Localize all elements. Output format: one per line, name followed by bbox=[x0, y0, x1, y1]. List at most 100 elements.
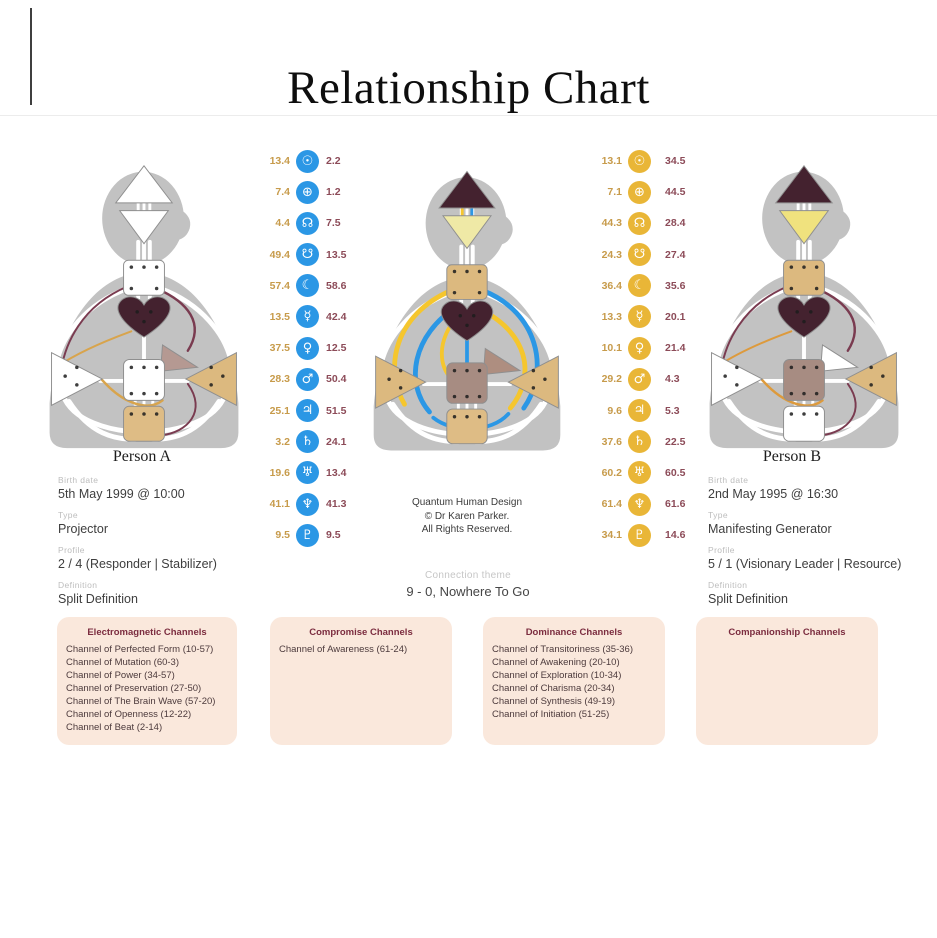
channel-item: Channel of Synthesis (49-19) bbox=[492, 696, 616, 707]
planet-row-north-node: 44.3☊28.4 bbox=[586, 211, 685, 235]
connection-theme-value: 9 - 0, Nowhere To Go bbox=[406, 584, 530, 599]
gate-number-right: 50.4 bbox=[326, 373, 347, 386]
head-center bbox=[774, 165, 834, 204]
planet-row-mercury: 13.3☿20.1 bbox=[586, 305, 686, 329]
planet-row-south-node: 49.4☋13.5 bbox=[254, 243, 346, 267]
north-node-icon: ☊ bbox=[296, 211, 319, 235]
gate-number-right: 5.3 bbox=[665, 404, 680, 417]
head-center bbox=[438, 170, 496, 209]
planet-row-uranus: 19.6♅13.4 bbox=[254, 461, 346, 485]
mars-icon: ♂ bbox=[296, 367, 319, 391]
earth-icon: ⊕ bbox=[628, 180, 651, 204]
gate-number-right: 35.6 bbox=[665, 279, 686, 292]
gate-number-right: 20.1 bbox=[665, 310, 686, 323]
type-label: Type bbox=[58, 510, 79, 520]
gate-number-left: 29.2 bbox=[601, 373, 622, 386]
planet-row-neptune: 61.4♆61.6 bbox=[586, 492, 685, 516]
gate-number-right: 27.4 bbox=[665, 248, 686, 261]
neptune-icon: ♆ bbox=[628, 492, 651, 516]
head-center bbox=[114, 165, 174, 204]
person-b-name: Person B bbox=[762, 448, 822, 465]
channel-item: Channel of Awareness (61-24) bbox=[279, 644, 408, 655]
planet-row-neptune: 41.1♆41.3 bbox=[254, 492, 347, 516]
gate-number-left: 34.1 bbox=[601, 529, 622, 542]
throat-center bbox=[783, 259, 825, 296]
planet-row-sun: 13.1☉34.5 bbox=[586, 149, 686, 173]
planet-row-moon: 36.4 ☾ 35.6 bbox=[586, 274, 686, 298]
profile-label: Profile bbox=[708, 545, 735, 555]
credit-line: Quantum Human Design bbox=[411, 497, 523, 508]
planet-row-earth: 7.1 ⊕ 44.5 bbox=[586, 180, 686, 204]
saturn-icon: ♄ bbox=[628, 430, 651, 454]
gate-number-left: 7.1 bbox=[607, 186, 622, 199]
gate-number-left: 57.4 bbox=[269, 279, 290, 292]
planet-row-sun: 13.4☉2.2 bbox=[254, 149, 346, 173]
planet-row-north-node: 4.4 ☊ 7.5 bbox=[254, 211, 346, 235]
sun-icon: ☉ bbox=[628, 149, 651, 173]
gate-number-left: 44.3 bbox=[601, 217, 622, 230]
gate-number-left: 36.4 bbox=[601, 279, 622, 292]
gate-number-right: 7.5 bbox=[326, 217, 341, 230]
mars-icon: ♂ bbox=[628, 367, 651, 391]
channel-item: Channel of Initiation (51-25) bbox=[492, 709, 610, 720]
person-a-name: Person A bbox=[112, 448, 172, 465]
gate-number-left: 61.4 bbox=[601, 498, 622, 511]
planet-row-pluto: 34.1 ♇ 14.6 bbox=[586, 523, 686, 547]
type-label: Type bbox=[708, 510, 729, 520]
gate-number-left: 60.2 bbox=[601, 466, 622, 479]
gate-number-right: 41.3 bbox=[326, 498, 347, 511]
connection-theme-label: Connection theme bbox=[425, 570, 511, 581]
earth-icon: ⊕ bbox=[296, 180, 319, 204]
moon-icon: ☾ bbox=[296, 274, 319, 298]
pluto-icon: ♇ bbox=[296, 523, 319, 547]
g-center bbox=[777, 296, 831, 338]
companionship-channels-box: Companionship Channels bbox=[696, 617, 878, 745]
profile-value: 5 / 1 (Visionary Leader | Resource) bbox=[708, 557, 902, 571]
gate-number-right: 1.2 bbox=[326, 186, 341, 199]
gate-number-left: 10.1 bbox=[601, 342, 622, 355]
gate-number-right: 22.5 bbox=[665, 435, 686, 448]
gate-number-left: 7.4 bbox=[275, 186, 290, 199]
channel-line bbox=[819, 382, 857, 437]
divider bbox=[0, 115, 937, 116]
gate-number-right: 14.6 bbox=[665, 529, 686, 542]
neptune-icon: ♆ bbox=[296, 492, 319, 516]
planet-row-south-node: 24.3☋27.4 bbox=[586, 243, 686, 267]
planet-row-mars: 28.3♂50.4 bbox=[254, 367, 347, 391]
will-center bbox=[820, 344, 859, 372]
venus-icon: ♀ bbox=[296, 336, 319, 360]
gate-number-left: 4.4 bbox=[275, 217, 290, 230]
credit-line: All Rights Reserved. bbox=[421, 524, 513, 535]
profile-label: Profile bbox=[58, 545, 85, 555]
channel-item: Channel of Transitoriness (35-36) bbox=[492, 644, 633, 655]
gate-number-right: 58.6 bbox=[326, 279, 347, 292]
jupiter-icon: ♃ bbox=[628, 399, 651, 422]
planet-row-uranus: 60.2♅60.5 bbox=[586, 461, 686, 485]
channel-line bbox=[100, 378, 164, 407]
throat-center bbox=[123, 259, 165, 296]
gate-number-right: 4.3 bbox=[665, 373, 680, 386]
gate-number-right: 34.5 bbox=[665, 155, 686, 167]
moon-icon: ☾ bbox=[628, 274, 651, 298]
mercury-icon: ☿ bbox=[296, 305, 319, 329]
gate-number-left: 37.6 bbox=[601, 435, 622, 448]
channel-item: Channel of Exploration (10-34) bbox=[492, 670, 622, 681]
planet-row-jupiter: 25.1♃51.5 bbox=[254, 399, 347, 422]
birth-date-label: Birth date bbox=[708, 475, 749, 485]
gate-dots bbox=[723, 265, 885, 416]
pluto-icon: ♇ bbox=[628, 523, 651, 547]
gate-number-left: 9.5 bbox=[275, 529, 290, 542]
bodygraph-person-a bbox=[49, 165, 239, 449]
planet-column-person-a: 13.4☉2.2 7.4 ⊕ 1.2 4.4 ☊ 7.5 49.4☋13.5 57.4 ☾ 58.6… bbox=[254, 149, 347, 555]
gate-number-right: 60.5 bbox=[665, 466, 686, 479]
north-node-icon: ☊ bbox=[628, 211, 651, 235]
gate-number-right: 51.5 bbox=[326, 404, 347, 417]
bodygraph-person-b bbox=[709, 165, 899, 449]
channel-line bbox=[159, 382, 197, 437]
definition-value: Split Definition bbox=[708, 592, 788, 606]
gate-number-left: 13.3 bbox=[601, 310, 622, 323]
gate-number-right: 2.2 bbox=[326, 155, 341, 167]
channel-box-title: Dominance Channels bbox=[525, 627, 623, 638]
gate-number-right: 44.5 bbox=[665, 186, 686, 199]
